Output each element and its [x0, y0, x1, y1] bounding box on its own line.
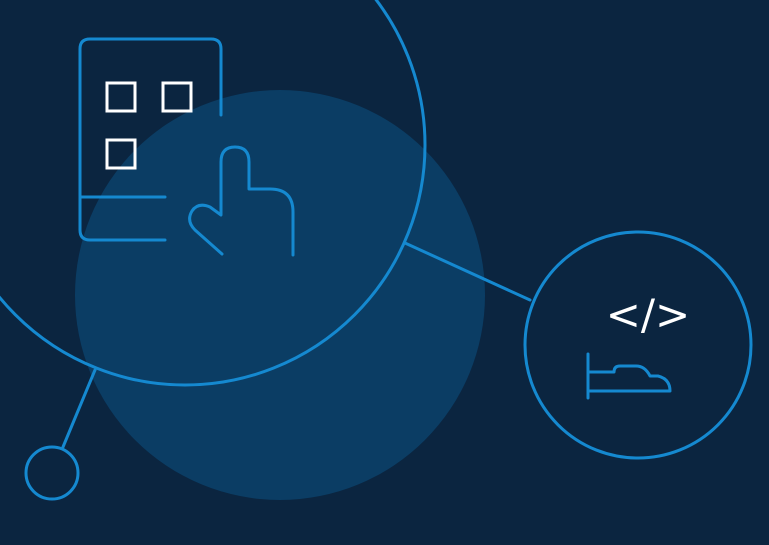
connector-line-right [403, 241, 532, 302]
small-outline-circle [523, 230, 753, 460]
code-brackets-icon: </> [606, 290, 691, 339]
pointing-hand-icon [188, 145, 295, 257]
open-hand-icon [586, 352, 672, 400]
tablet-frame [78, 37, 223, 242]
tap-on-app-grid-icon [78, 37, 295, 257]
connector-line-left [61, 368, 97, 449]
app-tile-icon [161, 81, 193, 113]
app-tile-icon [105, 138, 137, 170]
large-outline-circle [0, 0, 427, 387]
code-on-hand-icon: </> [586, 290, 691, 400]
filled-background-circle [75, 90, 485, 500]
app-tile-icon [105, 81, 137, 113]
connector-node-icon [24, 445, 80, 501]
